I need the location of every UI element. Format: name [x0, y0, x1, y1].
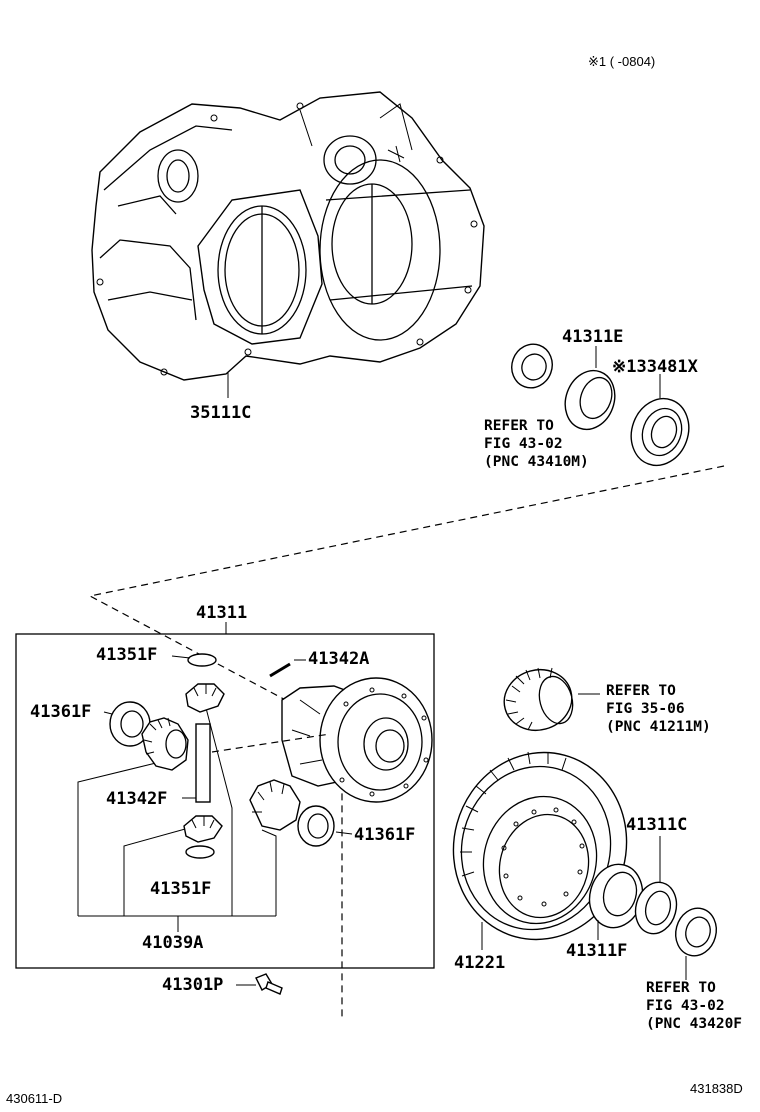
bearing-race-41311e-drawing[interactable] [557, 364, 623, 437]
label-41311f[interactable]: 41311F [566, 941, 627, 961]
transmission-case-drawing[interactable] [91, 91, 485, 381]
label-41311e[interactable]: 41311E [562, 327, 623, 347]
header-note: ※1 ( -0804) [588, 54, 655, 69]
oil-seal-drawing [511, 343, 553, 389]
label-41039a[interactable]: 41039A [142, 933, 203, 953]
label-41301p[interactable]: 41301P [162, 975, 223, 995]
pinion-shaft-41342f-drawing[interactable] [195, 723, 211, 803]
bolt-41301p-drawing[interactable] [255, 973, 283, 995]
thrust-washer-41351f-top-drawing[interactable] [187, 653, 217, 667]
ref3-line1[interactable]: REFER TO [646, 980, 716, 996]
pinion-gear-top-drawing [185, 683, 225, 713]
label-41342a[interactable]: 41342A [308, 649, 369, 669]
differential-case-drawing [281, 677, 433, 803]
ring-gear-41221-drawing[interactable] [433, 733, 648, 959]
label-41221[interactable]: 41221 [454, 953, 505, 973]
label-33481x[interactable]: ※133481X [612, 357, 699, 377]
label-41361f-left[interactable]: 41361F [30, 702, 91, 722]
diff-assembly-frame [15, 633, 435, 969]
side-gear-left-drawing [141, 717, 189, 771]
label-41351f-bottom[interactable]: 41351F [150, 879, 211, 899]
ref3-line2[interactable]: FIG 43-02 [646, 998, 725, 1014]
footer-left-code: 430611-D [6, 1091, 62, 1106]
ref2-line3[interactable]: (PNC 41211M) [606, 719, 711, 735]
footer-right-code: 431838D [690, 1081, 743, 1096]
bearing-33481x-drawing[interactable] [622, 390, 698, 473]
thrust-washer-41351f-bottom-drawing[interactable] [185, 845, 215, 859]
drive-gear-ref-drawing [503, 667, 574, 731]
ref3-line3[interactable]: (PNC 43420F [646, 1016, 742, 1032]
side-gear-right-drawing [249, 779, 301, 831]
ref2-line2[interactable]: FIG 35-06 [606, 701, 685, 717]
pin-41342a-drawing[interactable] [269, 662, 291, 678]
bearing-race-41311c-drawing[interactable] [630, 878, 682, 939]
label-41351f-top[interactable]: 41351F [96, 645, 157, 665]
label-35111c[interactable]: 35111C [190, 403, 251, 423]
ref2-line1[interactable]: REFER TO [606, 683, 676, 699]
pinion-gear-bottom-drawing [183, 815, 223, 843]
oil-seal-right-drawing [675, 907, 717, 957]
label-41311[interactable]: 41311 [196, 603, 247, 623]
ref1-line1[interactable]: REFER TO [484, 418, 554, 434]
label-41361f-right[interactable]: 41361F [354, 825, 415, 845]
label-41311c[interactable]: 41311C [626, 815, 687, 835]
label-41342f[interactable]: 41342F [106, 789, 167, 809]
ref1-line2[interactable]: FIG 43-02 [484, 436, 563, 452]
bearing-41311f-drawing[interactable] [583, 858, 650, 933]
ref1-line3[interactable]: (PNC 43410M) [484, 454, 589, 470]
side-gear-washer-41361f-right-drawing[interactable] [297, 805, 335, 847]
